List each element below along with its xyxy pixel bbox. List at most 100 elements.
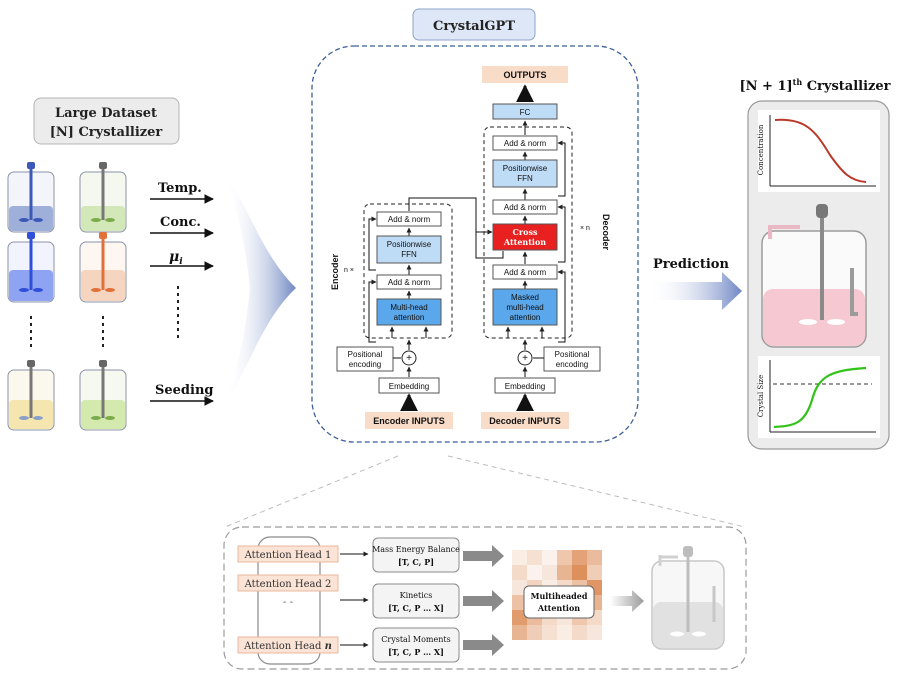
heatmap-cell: [587, 550, 602, 565]
encoder-addnorm-top: [376, 211, 442, 227]
decoder-plus-label: +: [522, 353, 528, 364]
encoder-addnorm-top-label: Add & norm: [388, 215, 431, 224]
multi-head-attention-block: [376, 298, 442, 326]
decoder-addnorm-top-label: Add & norm: [504, 139, 547, 148]
attention-head-ellipsis: - -: [283, 597, 293, 608]
crystal-size-curve: [773, 366, 867, 429]
predicted-crystallizer-icon: [761, 204, 867, 348]
dataset-title-line1: Large Dataset: [55, 106, 157, 121]
multiheaded-attention-box: [523, 585, 595, 619]
attention-head-1: [237, 545, 339, 563]
decoder-positional-label-2: encoding: [556, 360, 588, 369]
kinetics-box: [372, 583, 460, 619]
decoder-n-label: × n: [580, 225, 590, 232]
attention-head-1-label: Attention Head 1: [244, 550, 332, 561]
attention-heads-bracket: [257, 536, 321, 665]
crystallizer-icon: [79, 360, 127, 431]
zoom-line-right: [447, 455, 746, 528]
heatmap-cell: [557, 625, 572, 640]
output-panel-title: [N + 1]th Crystallizer: [739, 77, 890, 94]
gray-arrow: [463, 590, 504, 612]
heatmap-cell: [542, 565, 557, 580]
heatmap-cell: [512, 565, 527, 580]
gray-arrow: [463, 634, 504, 656]
concentration-axis-label: Concentration: [757, 124, 765, 175]
zoom-line-left: [224, 455, 399, 528]
crystallizer-icon: [7, 360, 55, 431]
decoder-inputs-label: Decoder INPUTS: [489, 416, 561, 426]
kinetics-label: Kinetics: [400, 591, 433, 600]
fc-label: FC: [520, 108, 531, 117]
decoder-ffn-label-2: FFN: [517, 174, 533, 183]
attention-head-2: [237, 574, 339, 592]
mass-energy-label: Mass Energy Balance: [372, 545, 460, 554]
encoder-container: [363, 203, 453, 339]
mass-energy-balance-box: [372, 537, 460, 573]
attention-detail-panel: [223, 526, 747, 670]
encoder-inputs-label: Encoder INPUTS: [373, 416, 445, 426]
crystallizer-icon: [7, 232, 55, 303]
cross-attention-block: [492, 223, 558, 251]
decoder-addnorm-low-label: Add & norm: [504, 268, 547, 277]
feature-temp: Temp.: [158, 181, 202, 196]
decoder-ffn-block: [492, 159, 558, 188]
crystallizer-icon: [7, 162, 55, 233]
input-funnel: [225, 175, 296, 405]
fc-block: [492, 103, 558, 120]
multiheaded-label-1: Multiheaded: [531, 591, 588, 601]
decoder-addnorm-top: [492, 135, 558, 151]
heatmap-cell: [542, 550, 557, 565]
cross-attention-label-1: Cross: [513, 227, 538, 237]
decoder-plus: [517, 350, 533, 366]
mass-energy-vars: [T, C, P]: [398, 557, 434, 567]
crystal-moments-box: [372, 627, 460, 663]
feature-conc: Conc.: [160, 215, 201, 230]
feature-seeding: Seeding: [155, 383, 214, 398]
crystalgpt-title: CrystalGPT: [433, 19, 515, 34]
encoder-positional-label-2: encoding: [349, 360, 381, 369]
heatmap-cell: [512, 595, 527, 610]
heatmap-cell: [557, 565, 572, 580]
prediction-arrow: [648, 272, 742, 310]
decoder-label: Decoder: [601, 214, 611, 251]
heatmap-cell: [542, 625, 557, 640]
attention-head-n-label: Attention Head n: [243, 641, 332, 652]
mha-label-2: attention: [394, 313, 425, 322]
feature-mu: μi: [169, 249, 183, 267]
heatmap-cell: [572, 565, 587, 580]
encoder-embedding-label: Embedding: [389, 382, 429, 391]
heatmap-cell: [512, 625, 527, 640]
crystallizer-icon: [79, 232, 127, 303]
masked-attention-block: [492, 288, 558, 326]
encoder-ffn-block: [376, 235, 442, 264]
encoder-embedding: [378, 377, 440, 394]
outputs-label: OUTPUTS: [503, 70, 546, 80]
attention-head-n: [237, 636, 339, 654]
heatmap-cell: [512, 580, 527, 595]
crystal-size-chart: Crystal Size: [757, 356, 880, 438]
crystal-moments-vars: [T, C, P … X]: [388, 647, 444, 657]
crystal-moments-label: Crystal Moments: [381, 635, 450, 644]
gray-arrow-faded: [610, 590, 644, 612]
decoder-addnorm-mid-label: Add & norm: [504, 203, 547, 212]
encoder-ffn-label-1: Positionwise: [387, 240, 432, 249]
masked-attention-label-1: Masked: [511, 293, 539, 302]
concentration-curve: [774, 118, 867, 183]
gray-arrow: [463, 545, 504, 567]
encoder-label: Encoder: [330, 254, 340, 291]
heatmap-cell: [587, 625, 602, 640]
decoder-positional-label-1: Positional: [555, 350, 590, 359]
masked-attention-label-2: multi-head: [506, 303, 543, 312]
crystallizer-icon: [79, 162, 127, 233]
decoder-addnorm-low: [492, 264, 558, 280]
heatmap-cell: [527, 565, 542, 580]
attention-head-2-label: Attention Head 2: [244, 579, 332, 590]
cross-attention-label-2: Attention: [503, 237, 546, 247]
kinetics-vars: [T, C, P … X]: [388, 603, 444, 613]
decoder-positional-encoding: [543, 346, 601, 372]
heatmap-cell: [512, 550, 527, 565]
crystallizer-icons: [7, 162, 127, 431]
heatmap-cell: [572, 625, 587, 640]
faded-crystallizer-icon: [651, 546, 725, 650]
